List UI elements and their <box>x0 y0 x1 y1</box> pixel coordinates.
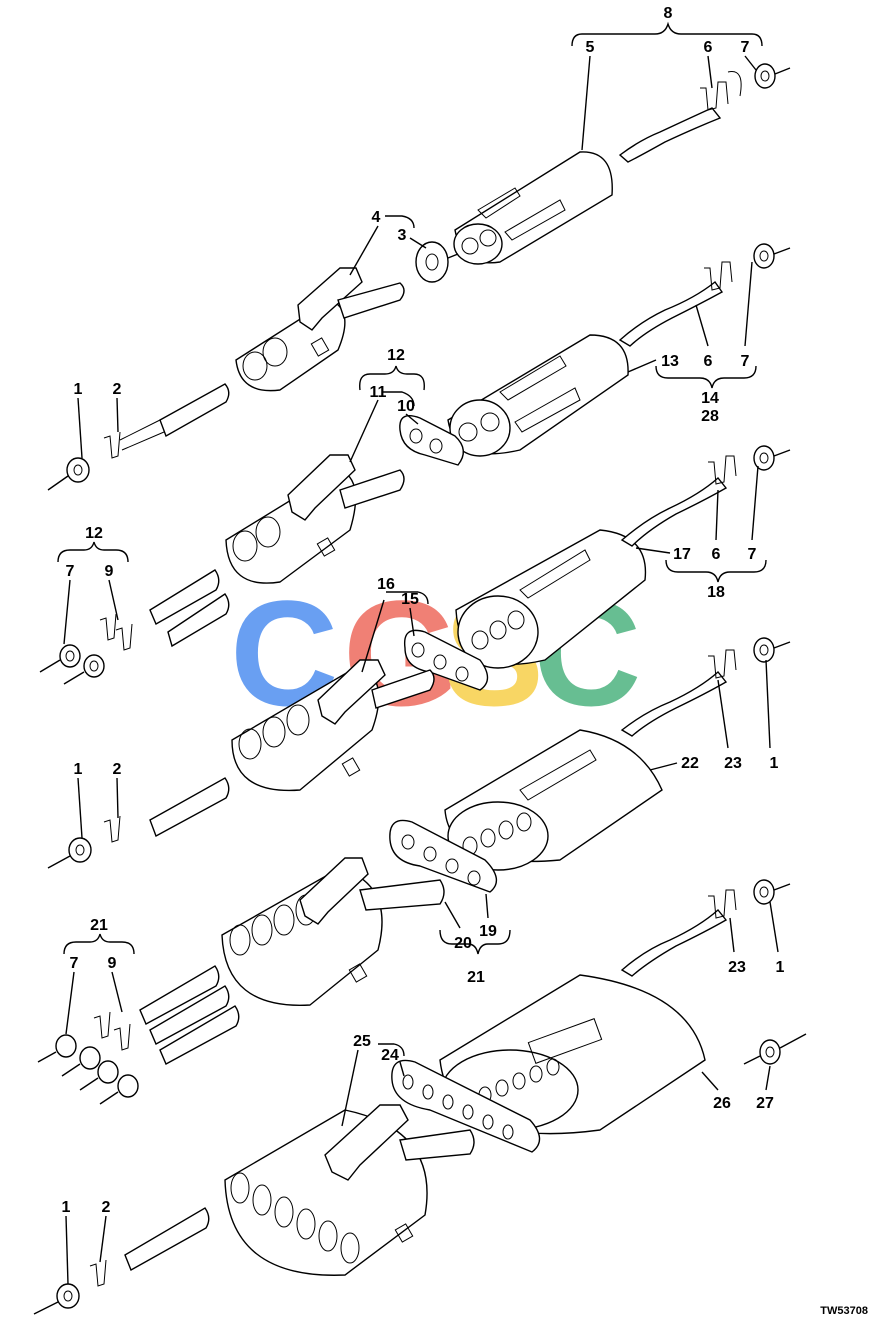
tpa-11 <box>287 454 356 521</box>
label-11: 11 <box>370 384 387 401</box>
label-9b: 9 <box>108 955 117 972</box>
seal-1a <box>66 457 90 483</box>
label-10: 10 <box>397 398 415 415</box>
label-8: 8 <box>664 5 673 22</box>
housing-left-2way <box>235 299 346 392</box>
assembly-2-way-mid <box>39 243 791 685</box>
assembly-2-way-top <box>47 63 791 491</box>
label-4: 4 <box>372 209 381 226</box>
seal-3 <box>415 241 449 283</box>
label-17: 17 <box>673 546 691 563</box>
label-6a: 6 <box>704 39 713 56</box>
label-28: 28 <box>701 408 719 425</box>
figure-id: TW53708 <box>820 1305 868 1317</box>
seal-1e <box>56 1283 80 1309</box>
terminal-6c <box>620 476 728 547</box>
label-7a: 7 <box>741 39 750 56</box>
tpa-16 <box>317 659 386 725</box>
seal-1d <box>753 879 775 905</box>
label-1e: 1 <box>62 1199 71 1216</box>
assembly-6-way <box>33 879 807 1315</box>
terminal-6a <box>618 107 722 163</box>
label-26: 26 <box>713 1095 731 1112</box>
label-1b: 1 <box>770 755 779 772</box>
label-6b: 6 <box>704 353 713 370</box>
label-12b: 12 <box>85 525 103 542</box>
label-19: 19 <box>479 923 497 940</box>
label-6c: 6 <box>712 546 721 563</box>
label-1a: 1 <box>74 381 83 398</box>
label-2c: 2 <box>102 1199 111 1216</box>
label-15: 15 <box>401 591 419 608</box>
label-20: 20 <box>454 935 472 952</box>
label-24: 24 <box>381 1047 399 1064</box>
label-22: 22 <box>681 755 699 772</box>
seal-1c <box>68 837 92 863</box>
seal-7b <box>753 243 775 269</box>
seal-10 <box>399 415 464 466</box>
label-7b: 7 <box>741 353 750 370</box>
label-5: 5 <box>586 39 595 56</box>
label-21a: 21 <box>467 969 485 986</box>
label-7c: 7 <box>66 563 75 580</box>
label-23b: 23 <box>728 959 746 976</box>
label-1d: 1 <box>776 959 785 976</box>
label-23a: 23 <box>724 755 742 772</box>
seal-19 <box>389 819 498 893</box>
leader-lines <box>63 55 779 1285</box>
label-18: 18 <box>707 584 725 601</box>
terminal-23b <box>620 908 728 977</box>
tpa-20 <box>299 857 369 925</box>
housing-17-face <box>457 595 539 669</box>
tpa-25 <box>324 1104 409 1181</box>
seal-7c <box>59 644 81 668</box>
seal-7f <box>55 1034 77 1058</box>
label-2a: 2 <box>113 381 122 398</box>
seal-7a <box>754 63 776 89</box>
terminal-6b <box>618 280 724 347</box>
item-labels: 8 5 6 7 4 3 12 11 10 13 6 7 14 28 1 2 12… <box>62 5 785 1216</box>
terminal-23a <box>620 670 728 737</box>
label-7d: 7 <box>748 546 757 563</box>
label-3: 3 <box>398 227 407 244</box>
label-2b: 2 <box>113 761 122 778</box>
label-7e: 7 <box>70 955 79 972</box>
label-25: 25 <box>353 1033 371 1050</box>
seal-1b <box>753 637 775 663</box>
housing-left-4way <box>221 867 383 1006</box>
label-14: 14 <box>701 390 719 407</box>
plug-27 <box>759 1039 781 1065</box>
label-16: 16 <box>377 576 395 593</box>
label-13: 13 <box>661 353 679 370</box>
seal-7d <box>83 654 105 678</box>
braces <box>57 21 767 955</box>
label-9a: 9 <box>105 563 114 580</box>
assembly-4-way <box>37 637 791 1105</box>
seal-7e <box>753 445 775 471</box>
label-21b: 21 <box>90 917 108 934</box>
label-1c: 1 <box>74 761 83 778</box>
label-12a: 12 <box>387 347 405 364</box>
assembly-3-way <box>47 445 791 869</box>
label-27: 27 <box>756 1095 774 1112</box>
